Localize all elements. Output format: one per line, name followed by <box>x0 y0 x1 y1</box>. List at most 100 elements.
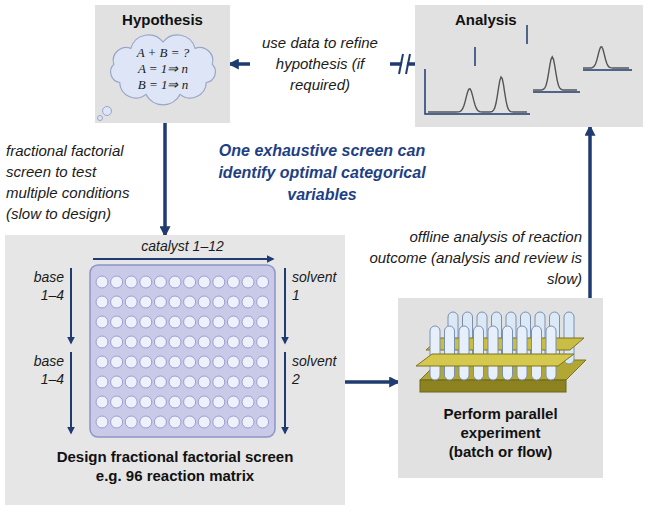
well <box>140 276 152 288</box>
well <box>169 396 181 408</box>
text-block: Perform parallel experiment(batch or flo… <box>406 404 595 461</box>
tube <box>459 326 469 380</box>
well <box>198 336 210 348</box>
well <box>125 416 137 428</box>
text-block: Design fractional factorial screene.g. 9… <box>5 447 345 485</box>
well <box>125 336 137 348</box>
well <box>198 376 210 388</box>
equation: A + B = ? <box>103 45 223 61</box>
well <box>198 416 210 428</box>
well <box>213 416 225 428</box>
well-grid <box>96 276 269 428</box>
well <box>213 376 225 388</box>
flow-arrow <box>588 127 592 298</box>
well <box>96 396 108 408</box>
well <box>96 316 108 328</box>
well <box>154 296 166 308</box>
well <box>184 296 196 308</box>
axis-label: catalyst 1–12 <box>90 237 275 255</box>
axis-label: base 1–4 <box>22 268 64 304</box>
well <box>169 416 181 428</box>
break-mark <box>395 49 415 79</box>
well <box>257 376 269 388</box>
text-block: A + B = ?A = 1⇒ nB = 1⇒ n <box>103 31 223 107</box>
axis-label: solvent 1 <box>292 268 344 304</box>
well <box>184 376 196 388</box>
well <box>198 396 210 408</box>
well <box>96 336 108 348</box>
well <box>227 276 239 288</box>
well <box>213 356 225 368</box>
equation: B = 1⇒ n <box>103 77 223 93</box>
well <box>213 296 225 308</box>
axis-arrow <box>70 268 72 343</box>
axis-arrow <box>93 258 273 260</box>
well <box>125 296 137 308</box>
well <box>257 316 269 328</box>
well <box>257 276 269 288</box>
well <box>227 356 239 368</box>
well <box>125 356 137 368</box>
well <box>213 276 225 288</box>
break-stroke <box>399 54 403 74</box>
well <box>227 316 239 328</box>
well <box>96 416 108 428</box>
edge-label: offline analysis of reaction outcome (an… <box>366 226 582 289</box>
well <box>242 356 254 368</box>
well <box>111 356 123 368</box>
well <box>184 356 196 368</box>
flow-arrow <box>163 123 167 235</box>
equation: A = 1⇒ n <box>103 61 223 77</box>
well <box>242 376 254 388</box>
well <box>184 316 196 328</box>
axis-arrow <box>70 352 72 433</box>
thought-cloud: A + B = ?A = 1⇒ nB = 1⇒ n <box>103 31 223 113</box>
panel-ground <box>422 66 533 117</box>
tube <box>546 326 556 380</box>
well <box>242 316 254 328</box>
well <box>154 356 166 368</box>
well <box>125 376 137 388</box>
well-plate <box>90 265 275 437</box>
tube <box>503 326 513 380</box>
well <box>169 276 181 288</box>
well <box>140 316 152 328</box>
well <box>96 276 108 288</box>
well <box>111 316 123 328</box>
well <box>140 296 152 308</box>
well <box>227 296 239 308</box>
chart-axes <box>425 69 530 114</box>
rack-rail <box>416 354 574 366</box>
tube <box>430 326 440 380</box>
well <box>169 336 181 348</box>
well <box>257 416 269 428</box>
well <box>111 336 123 348</box>
well <box>154 396 166 408</box>
well <box>111 276 123 288</box>
well <box>140 356 152 368</box>
well <box>184 336 196 348</box>
well <box>257 356 269 368</box>
break-gap <box>400 54 409 74</box>
well <box>125 396 137 408</box>
axis-label: solvent 2 <box>292 352 344 388</box>
well <box>96 376 108 388</box>
box-caption: Design fractional factorial screen <box>5 447 345 466</box>
well <box>184 416 196 428</box>
text-block: Hypothesis <box>95 10 230 29</box>
well <box>242 396 254 408</box>
box-title: Analysis <box>455 10 545 29</box>
axis-arrow <box>284 352 286 433</box>
box-caption: e.g. 96 reaction matrix <box>5 466 345 485</box>
well <box>227 396 239 408</box>
well <box>169 376 181 388</box>
stage-box: Analysis <box>415 5 643 127</box>
well <box>257 396 269 408</box>
chromatogram <box>422 66 533 117</box>
box-title: Hypothesis <box>95 10 230 29</box>
well <box>111 416 123 428</box>
well <box>140 416 152 428</box>
thought-bubble <box>103 107 112 116</box>
well <box>96 356 108 368</box>
